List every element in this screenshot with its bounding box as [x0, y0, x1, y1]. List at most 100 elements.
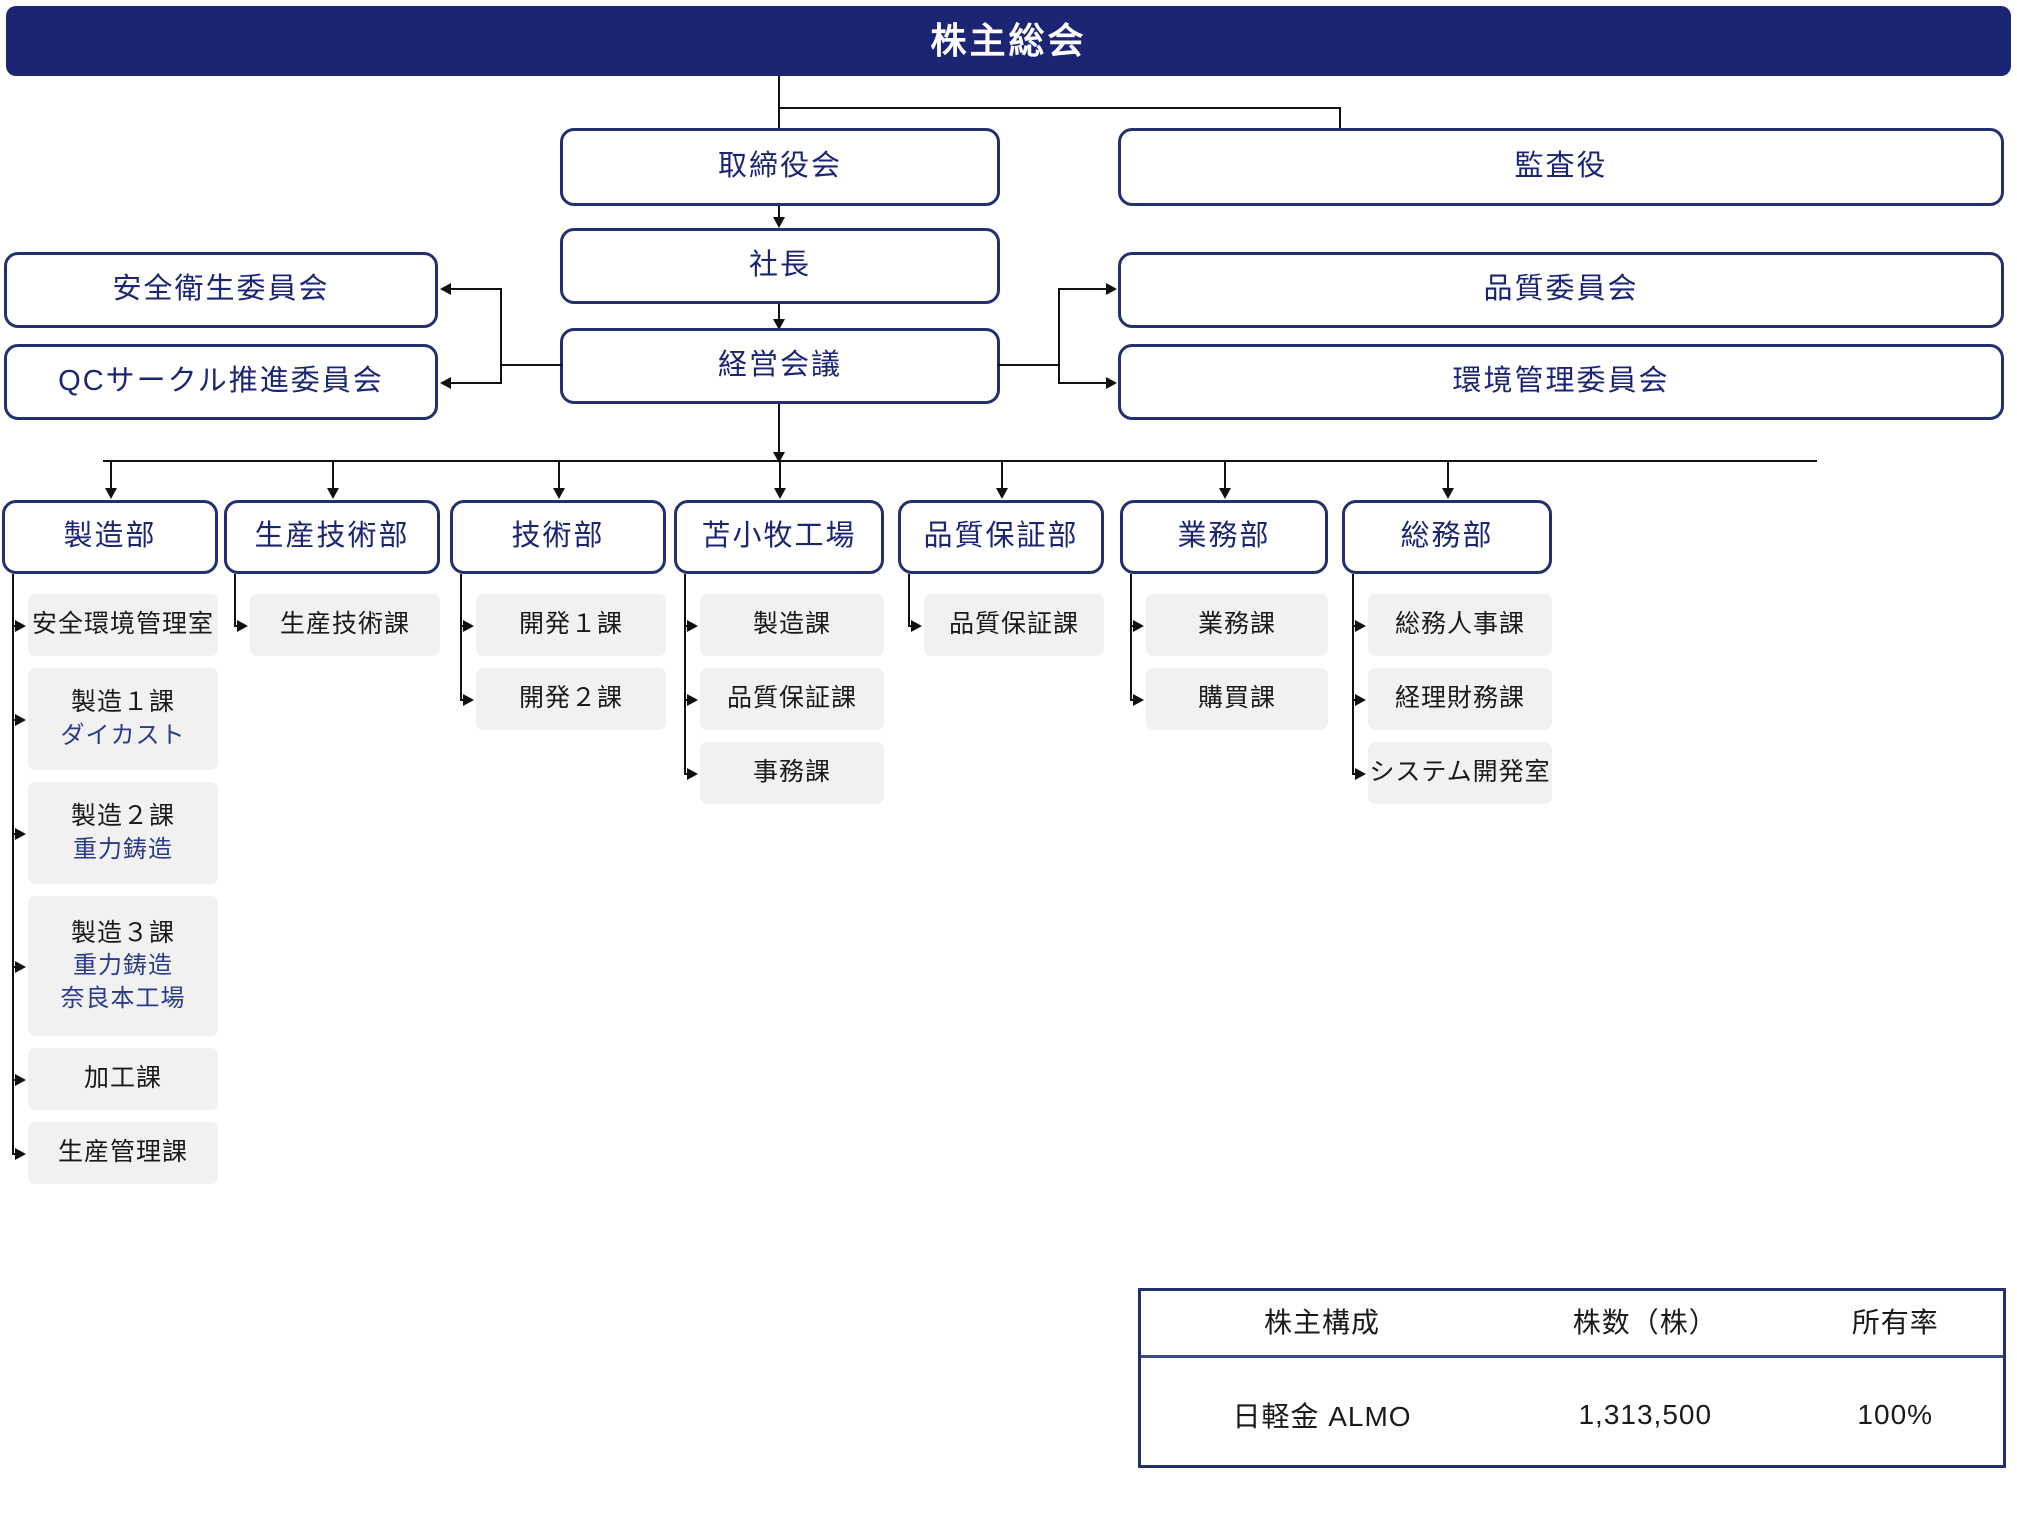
arrow-bus-to-4-icon [774, 488, 786, 499]
section-label: 製造３課 [70, 918, 175, 947]
connector-branch-3-2 [460, 699, 464, 701]
node-section-1-4[interactable]: 製造３課重力鋳造奈良本工場 [28, 896, 218, 1036]
node-board-of-directors[interactable]: 取締役会 [560, 128, 1000, 206]
node-section-4-3[interactable]: 事務課 [700, 742, 884, 804]
node-section-2-1[interactable]: 生産技術課 [250, 594, 440, 656]
section-label: 事務課 [752, 758, 831, 787]
arrow-branch-1-3-icon [15, 828, 26, 840]
node-section-4-1[interactable]: 製造課 [700, 594, 884, 656]
arrow-branch-2-1-icon [237, 620, 248, 632]
section-label: 製造課 [752, 610, 831, 639]
connector-branch-7-2 [1352, 699, 1356, 701]
connector-president-to-mgmt [778, 304, 780, 322]
section-sublabel-2: 奈良本工場 [60, 984, 186, 1012]
section-label: 開発１課 [518, 610, 623, 639]
node-section-6-2[interactable]: 購買課 [1146, 668, 1328, 730]
arrow-bus-to-7-icon [1442, 488, 1454, 499]
connector-bus-to-4 [779, 460, 781, 490]
node-shareholders-meeting[interactable]: 株主総会 [6, 6, 2011, 76]
connector-branch-7-3 [1352, 773, 1356, 775]
node-committee-quality[interactable]: 品質委員会 [1118, 252, 2004, 328]
section-label: 品質保証課 [726, 684, 857, 713]
node-section-4-2[interactable]: 品質保証課 [700, 668, 884, 730]
connector-branch-3-1 [460, 625, 464, 627]
node-section-1-5[interactable]: 加工課 [28, 1048, 218, 1110]
connector-bus-to-7 [1447, 460, 1449, 490]
connector-branch-6-2 [1130, 699, 1134, 701]
connector-spine-3 [460, 574, 462, 699]
section-label: 購買課 [1197, 684, 1276, 713]
node-section-3-1[interactable]: 開発１課 [476, 594, 666, 656]
arrow-bus-to-3-icon [553, 488, 565, 499]
connector-banner-down [778, 76, 780, 108]
connector-to-board [778, 107, 780, 131]
connector-mgmt-left-riser [500, 288, 502, 384]
arrow-branch-1-5-icon [15, 1074, 26, 1086]
node-section-7-1[interactable]: 総務人事課 [1368, 594, 1552, 656]
node-section-5-1[interactable]: 品質保証課 [924, 594, 1104, 656]
arrow-branch-7-3-icon [1355, 768, 1366, 780]
arrow-branch-6-2-icon [1133, 694, 1144, 706]
node-section-7-3[interactable]: システム開発室 [1368, 742, 1552, 804]
connector-branch-1-1 [12, 625, 16, 627]
node-management-meeting[interactable]: 経営会議 [560, 328, 1000, 404]
connector-spine-1 [12, 574, 14, 1153]
connector-spine-5 [908, 574, 910, 625]
node-department-4[interactable]: 苫小牧工場 [674, 500, 884, 574]
node-department-6[interactable]: 業務部 [1120, 500, 1328, 574]
connector-bus-to-1 [110, 460, 112, 490]
connector-board-to-president [778, 206, 780, 220]
arrow-branch-6-1-icon [1133, 620, 1144, 632]
node-section-6-1[interactable]: 業務課 [1146, 594, 1328, 656]
connector-to-auditor [1339, 107, 1341, 131]
node-committee-environment[interactable]: 環境管理委員会 [1118, 344, 2004, 420]
connector-branch-4-1 [684, 625, 688, 627]
col-header-shares: 株数（株） [1503, 1291, 1788, 1358]
section-label: 品質保証課 [948, 610, 1079, 639]
connector-branch-1-4 [12, 966, 16, 968]
cell-share-count: 1,313,500 [1578, 1398, 1713, 1430]
connector-department-bus [103, 460, 1817, 462]
arrow-board-to-president-icon [773, 217, 785, 228]
arrow-to-safety-committee-icon [440, 283, 451, 295]
node-section-3-2[interactable]: 開発２課 [476, 668, 666, 730]
node-section-1-2[interactable]: 製造１課ダイカスト [28, 668, 218, 770]
node-committee-safety-health[interactable]: 安全衛生委員会 [4, 252, 438, 328]
section-label: 製造１課 [70, 687, 175, 716]
connector-bus-to-3 [558, 460, 560, 490]
connector-mgmt-down-to-bus [778, 404, 780, 458]
arrow-branch-1-1-icon [15, 620, 26, 632]
section-sublabel-1: 重力鋳造 [73, 835, 173, 863]
section-label: 経理財務課 [1394, 684, 1525, 713]
connector-branch-1-3 [12, 833, 16, 835]
node-section-1-6[interactable]: 生産管理課 [28, 1122, 218, 1184]
shareholder-table: 株主構成 株数（株） 所有率 日軽金 ALMO 1,313,500 100% [1141, 1291, 2003, 1465]
node-department-7[interactable]: 総務部 [1342, 500, 1552, 574]
arrow-branch-4-1-icon [687, 620, 698, 632]
connector-mgmt-to-safety [448, 288, 502, 290]
node-auditor[interactable]: 監査役 [1118, 128, 2004, 206]
node-department-1[interactable]: 製造部 [2, 500, 218, 574]
node-department-2[interactable]: 生産技術部 [224, 500, 440, 574]
node-section-1-1[interactable]: 安全環境管理室 [28, 594, 218, 656]
section-label: 業務課 [1197, 610, 1276, 639]
table-header-row: 株主構成 株数（株） 所有率 [1141, 1291, 2003, 1358]
node-committee-qc-circle[interactable]: QCサークル推進委員会 [4, 344, 438, 420]
connector-branch-7-1 [1352, 625, 1356, 627]
connector-branch-4-2 [684, 699, 688, 701]
node-department-3[interactable]: 技術部 [450, 500, 666, 574]
node-department-5[interactable]: 品質保証部 [898, 500, 1104, 574]
shareholder-table-panel: 株主構成 株数（株） 所有率 日軽金 ALMO 1,313,500 100% [1138, 1288, 2006, 1468]
connector-bus-to-2 [332, 460, 334, 490]
connector-mgmt-to-qc [448, 382, 502, 384]
arrow-to-env-committee-icon [1106, 377, 1117, 389]
node-president[interactable]: 社長 [560, 228, 1000, 304]
table-row: 日軽金 ALMO 1,313,500 100% [1141, 1357, 2003, 1466]
node-section-1-3[interactable]: 製造２課重力鋳造 [28, 782, 218, 884]
arrow-bus-to-1-icon [105, 488, 117, 499]
arrow-branch-1-2-icon [15, 714, 26, 726]
node-section-7-2[interactable]: 経理財務課 [1368, 668, 1552, 730]
section-label: 生産管理課 [57, 1138, 188, 1167]
arrow-branch-3-1-icon [463, 620, 474, 632]
col-header-ownership: 所有率 [1787, 1291, 2003, 1358]
